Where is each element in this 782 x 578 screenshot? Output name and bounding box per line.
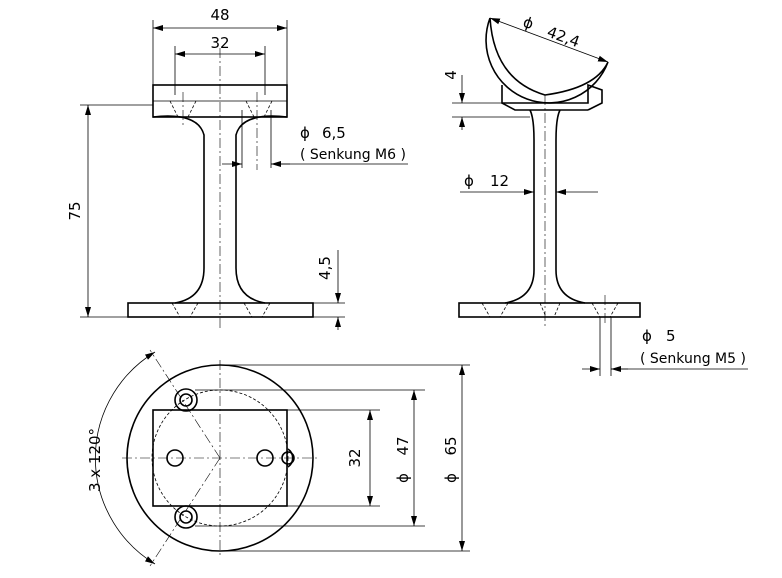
note-countersink-m6: ( Senkung M6 ) [300, 147, 406, 163]
symbol-diameter-65: ϕ [300, 124, 310, 142]
dim-hole-diameter-front: 6,5 [322, 124, 346, 142]
front-stem [152, 115, 288, 304]
dim-saddle-diameter: 42,4 [545, 23, 583, 51]
plan-plate-hole [256, 449, 274, 467]
side-view: ϕ 42,4 4 ϕ 12 ϕ 5 ( Senkung M5 ) [442, 13, 748, 376]
dim-stem-diameter: 12 [490, 172, 509, 190]
symbol-diameter-5: ϕ [642, 327, 652, 345]
side-base-plate [458, 302, 641, 318]
dim-bolt-spacing: 3 x 120° [86, 428, 104, 492]
plan-plate-hole [166, 449, 184, 467]
dim-circle-outer: 65 [442, 436, 460, 455]
front-base-plate [127, 302, 314, 318]
front-view: 48 32 75 4,5 ϕ 6,5 ( Senkung M6 ) [66, 6, 408, 330]
side-stem [504, 109, 586, 304]
dim-saddle-depth: 4 [442, 70, 460, 80]
plan-bolt-hole [174, 505, 198, 529]
plan-bolt-hole [174, 388, 198, 412]
dim-circle-mid: 47 [394, 436, 412, 455]
symbol-diameter-65-plan: ϕ [442, 473, 460, 483]
symbol-diameter-47: ϕ [394, 473, 412, 483]
dim-width-holes: 32 [210, 34, 229, 52]
dim-hole-diameter-side: 5 [666, 327, 676, 345]
dim-width-total: 48 [210, 6, 229, 24]
dim-height: 75 [66, 201, 84, 220]
note-countersink-m5: ( Senkung M5 ) [640, 351, 746, 367]
symbol-diameter-424: ϕ [521, 13, 537, 33]
plan-view: 3 x 120° 32 ϕ 47 ϕ 65 [86, 349, 470, 567]
dim-plate-width: 32 [346, 448, 364, 467]
dim-base-thickness: 4,5 [316, 256, 334, 280]
symbol-diameter-12: ϕ [464, 172, 474, 190]
plan-bolt-hole [281, 448, 295, 468]
